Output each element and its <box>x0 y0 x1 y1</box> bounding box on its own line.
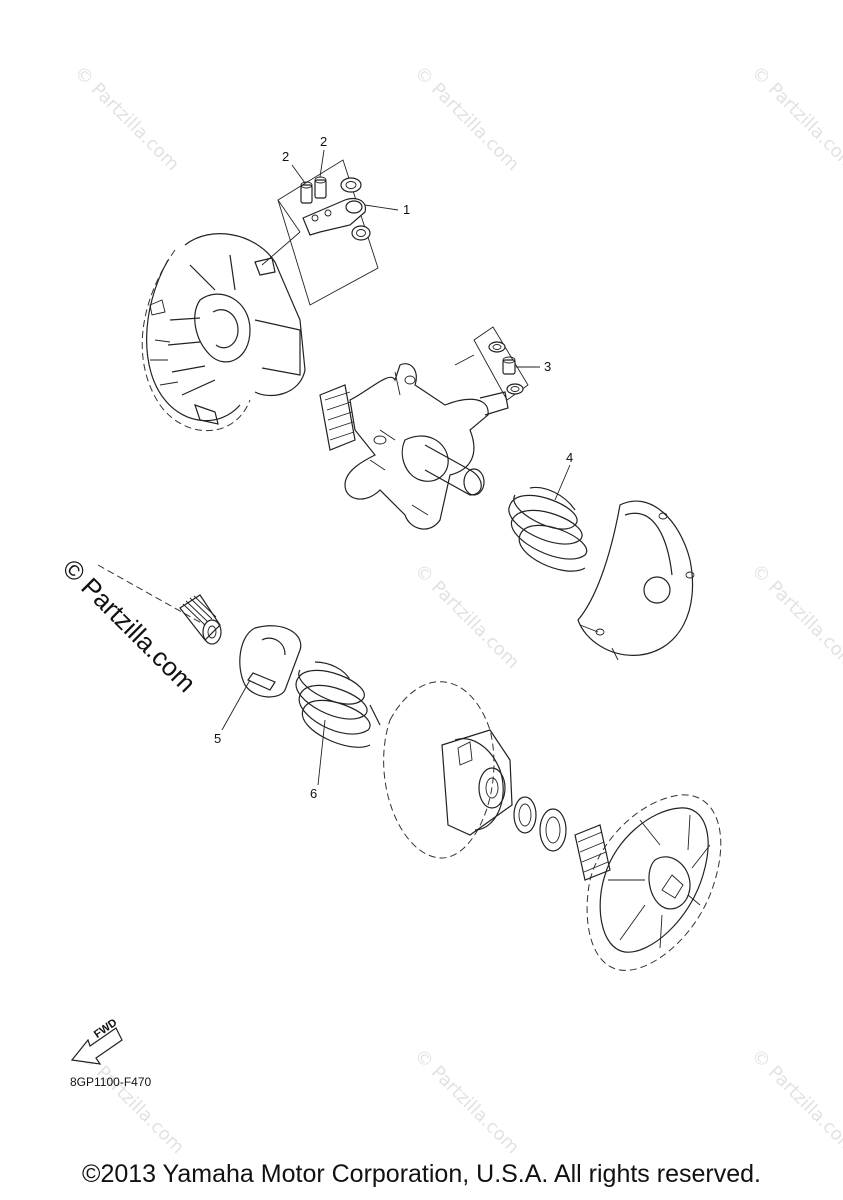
cover-plate-drawing <box>577 500 695 661</box>
shaft-drawing <box>97 564 222 645</box>
roller-group <box>454 326 540 401</box>
copyright-notice: ©2013 Yamaha Motor Corporation, U.S.A. A… <box>82 1160 761 1188</box>
callout-4: 4 <box>566 450 574 465</box>
washers-drawing <box>513 796 567 852</box>
callout-5: 5 <box>214 731 222 746</box>
secondary-sheave-drawing <box>383 681 513 859</box>
fixed-sheave-drawing <box>574 794 722 971</box>
callout-3: 3 <box>544 359 552 374</box>
spring-6-drawing <box>295 661 381 786</box>
spring-4-drawing <box>508 464 588 572</box>
fwd-arrow-icon <box>70 1027 123 1065</box>
callout-2b: 2 <box>320 134 328 149</box>
callout-6: 6 <box>310 786 318 801</box>
cam-5-drawing <box>221 625 302 731</box>
spider-hub-drawing <box>319 363 509 530</box>
callout-1: 1 <box>403 202 411 217</box>
callout-2a: 2 <box>282 149 290 164</box>
figure-code: 8GP1100-F470 <box>70 1075 152 1089</box>
arm-and-bolts-group <box>261 149 399 306</box>
primary-sheave-drawing <box>141 233 306 432</box>
